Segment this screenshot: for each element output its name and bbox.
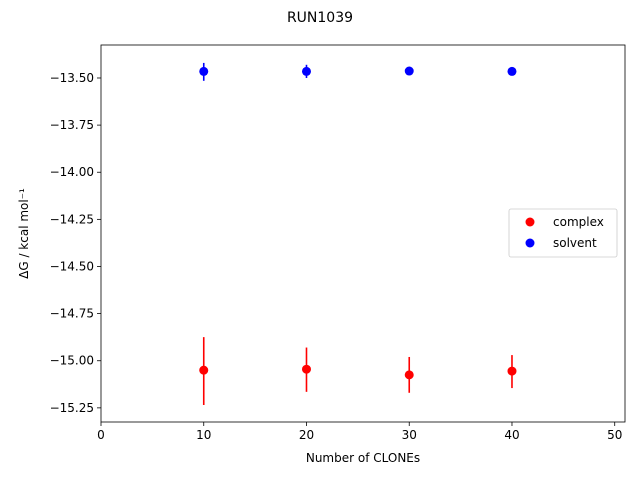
- y-tick-label: −15.25: [50, 401, 94, 415]
- x-axis-label: Number of CLONEs: [306, 451, 420, 465]
- plot-marks: [199, 62, 517, 406]
- complex-point: [404, 370, 414, 380]
- y-axis-label: ΔG / kcal mol⁻¹: [17, 188, 31, 279]
- x-tick-label: 40: [504, 428, 519, 442]
- legend-box: [508, 208, 618, 258]
- y-tick-label: −13.50: [50, 71, 94, 85]
- y-tick-label: −13.75: [50, 118, 94, 132]
- series-solvent: [199, 62, 517, 81]
- x-tick-label: 30: [402, 428, 417, 442]
- solvent-point: [507, 66, 517, 76]
- legend-marker-solvent: [525, 238, 535, 248]
- legend-label-complex: complex: [553, 215, 604, 229]
- legend-marker-complex: [525, 217, 535, 227]
- axis-ticks: 0 10 20 30 40 50 −13.50 −13.75 −14.00 −14.25 −14.5…: [50, 71, 623, 442]
- y-tick-label: −14.00: [50, 165, 94, 179]
- chart-title: RUN1039: [287, 10, 353, 26]
- complex-point: [301, 364, 311, 374]
- x-tick-label: 10: [196, 428, 211, 442]
- series-complex: [199, 337, 517, 406]
- axes-frame: [100, 44, 626, 423]
- x-tick-label: 0: [97, 428, 105, 442]
- y-tick-label: −14.75: [50, 307, 94, 321]
- y-tick-label: −14.25: [50, 212, 94, 226]
- solvent-point: [301, 66, 311, 76]
- complex-point: [507, 366, 517, 376]
- legend-label-solvent: solvent: [553, 236, 597, 250]
- x-tick-label: 20: [299, 428, 314, 442]
- solvent-point: [404, 66, 414, 76]
- legend: complex solvent: [508, 208, 618, 258]
- y-tick-label: −15.00: [50, 354, 94, 368]
- x-tick-label: 50: [607, 428, 622, 442]
- solvent-point: [199, 66, 209, 76]
- complex-point: [199, 365, 209, 375]
- y-tick-label: −14.50: [50, 259, 94, 273]
